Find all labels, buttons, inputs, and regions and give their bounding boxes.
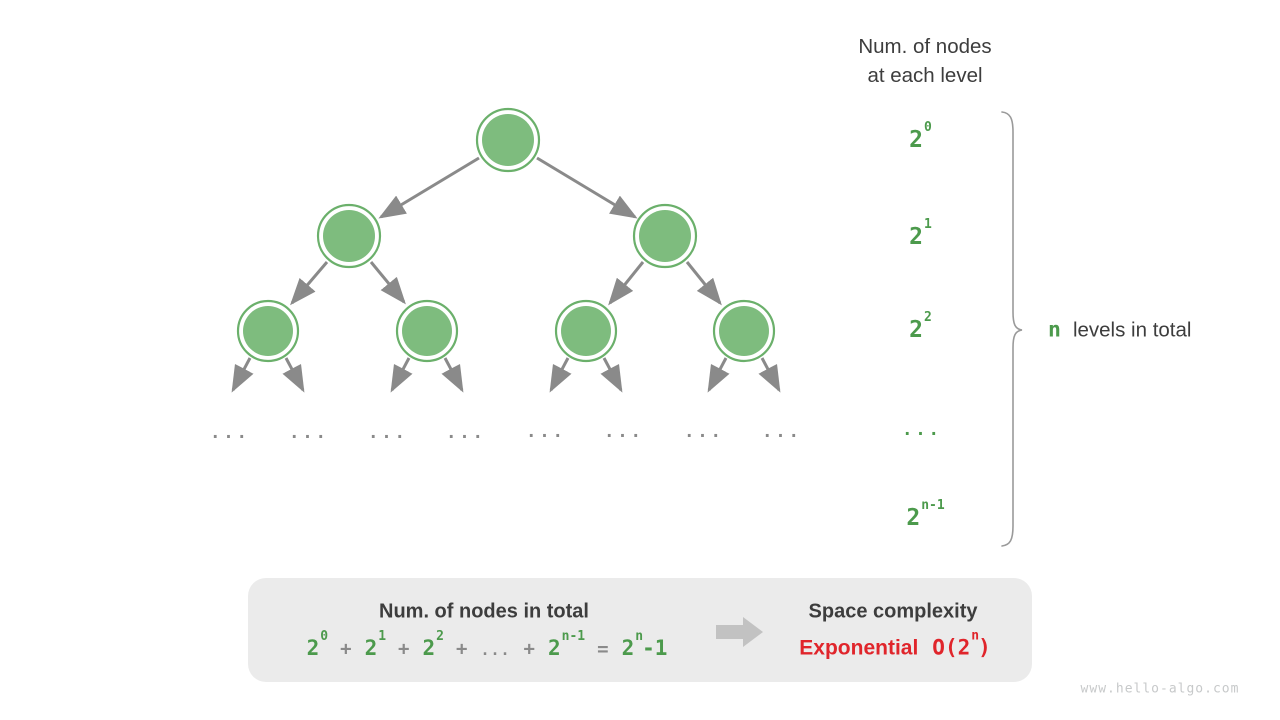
level-label: 22 — [909, 310, 932, 343]
tree-edge — [282, 357, 305, 393]
summary-right-title: Space complexity — [808, 600, 978, 623]
level-label: 21 — [909, 217, 932, 250]
ellipsis: ... — [684, 422, 724, 442]
formula-term: 21 — [364, 629, 387, 660]
complexity-label: Exponential O(2n) — [799, 628, 991, 661]
tree-edge — [378, 156, 480, 219]
formula-operator: + — [523, 638, 535, 660]
summary-left-title: Num. of nodes in total — [379, 600, 589, 623]
tree-edge — [685, 261, 722, 306]
summary-formula: 20 + 21 + 22 + ... + 2n-1 = 2n-1 — [306, 629, 668, 660]
level-label: 20 — [909, 120, 932, 153]
ellipsis: ... — [762, 422, 802, 442]
formula-operator: + — [398, 638, 410, 660]
ellipsis: ... — [210, 423, 250, 443]
tree-edge — [758, 357, 781, 393]
levels-header-line: at each level — [867, 64, 983, 87]
tree-node — [475, 107, 541, 173]
tree-node — [236, 299, 300, 363]
formula-term: 2n-1 — [547, 629, 586, 660]
tree-edge — [600, 357, 623, 393]
tree-edge — [608, 261, 645, 306]
ellipsis: ... — [446, 423, 486, 443]
ellipsis: ... — [604, 422, 644, 442]
formula-term: 22 — [422, 629, 444, 660]
formula-operator: + — [455, 638, 468, 660]
level-label: 2n-1 — [906, 498, 945, 531]
tree-edge — [231, 357, 254, 393]
formula-operator: = — [597, 638, 609, 660]
brace — [1001, 111, 1023, 547]
tree-edge — [707, 357, 730, 393]
formula-term: 20 — [306, 629, 329, 660]
tree-node — [395, 299, 459, 363]
tree-edge — [549, 357, 572, 393]
formula-term: 2n-1 — [621, 629, 668, 660]
levels-header: Num. of nodes at each level — [825, 32, 1025, 90]
brace-label: n levels in total — [1048, 318, 1191, 343]
tree-node — [712, 299, 776, 363]
tree-node — [554, 299, 618, 363]
tree-edge — [390, 357, 413, 393]
tree-edge — [369, 261, 406, 305]
level-label: ... — [902, 420, 942, 440]
big-o-notation: O(2n) — [932, 628, 991, 660]
levels-header-line: Num. of nodes — [858, 35, 992, 58]
ellipsis: ... — [289, 423, 329, 443]
ellipsis: ... — [368, 423, 408, 443]
tree-node — [632, 203, 698, 269]
formula-operator: + — [340, 638, 352, 660]
ellipsis: ... — [526, 422, 566, 442]
tree-node — [316, 203, 382, 269]
formula-operator: ... — [480, 641, 511, 659]
tree-edge — [441, 357, 464, 393]
watermark: www.hello-algo.com — [1080, 681, 1240, 697]
tree-edge — [536, 156, 638, 219]
brace-label-n: n — [1048, 317, 1061, 343]
arrow-right-icon — [716, 617, 763, 647]
complexity-word: Exponential — [799, 636, 919, 660]
summary-box — [248, 578, 1032, 682]
tree-edge — [290, 261, 329, 306]
brace-label-text: levels in total — [1072, 318, 1192, 342]
